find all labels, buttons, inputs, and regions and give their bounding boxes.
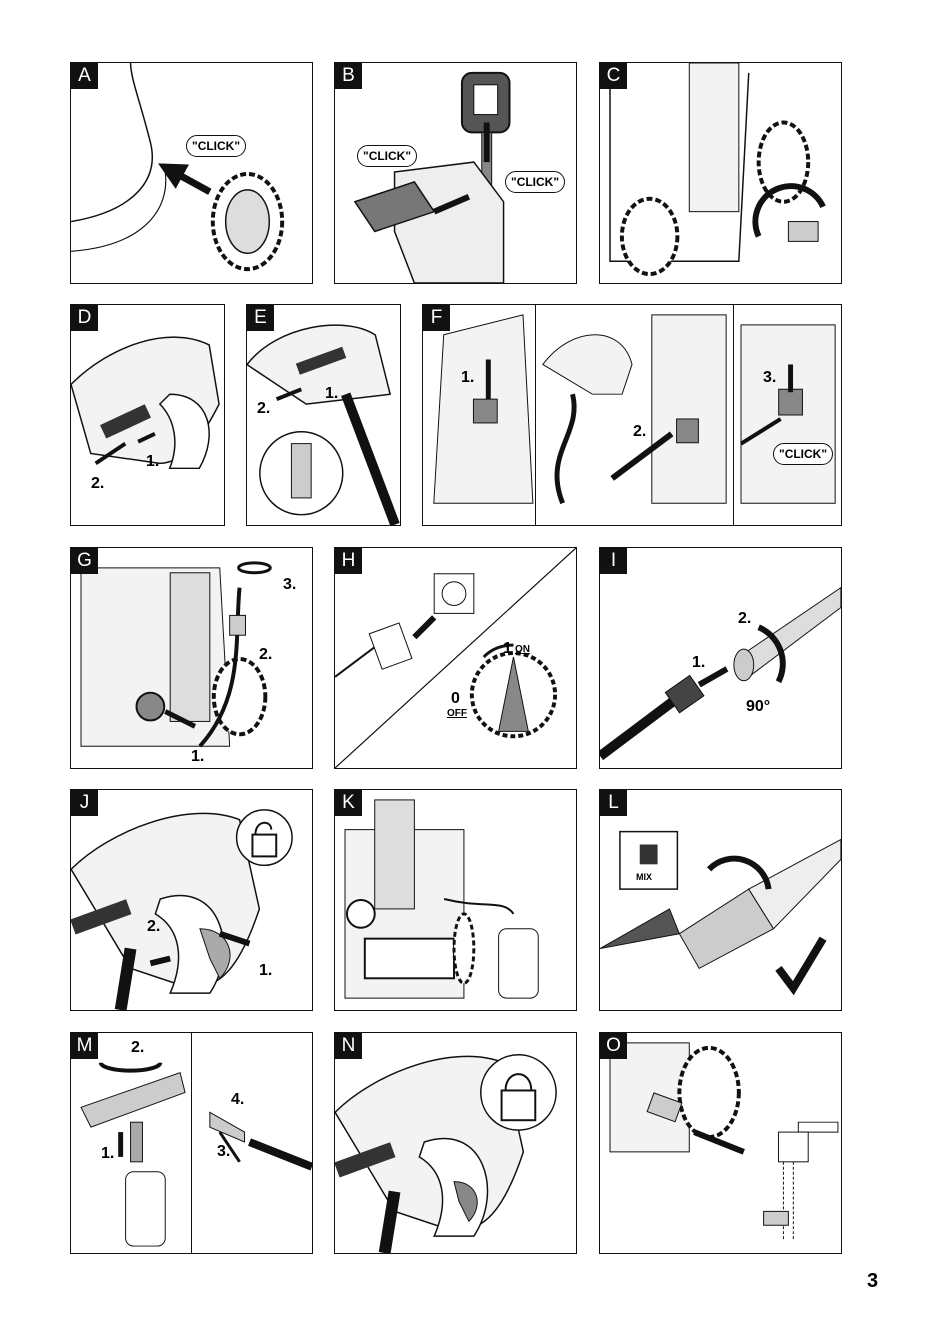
step-2-label: 2. [91, 475, 104, 493]
panel-k: K [334, 789, 577, 1011]
click-callout: "CLICK" [773, 443, 833, 465]
panel-label: M [71, 1033, 98, 1059]
panel-label: I [600, 548, 627, 574]
panel-label: C [600, 63, 627, 89]
step-1-label: 1. [101, 1145, 114, 1163]
panel-label: J [71, 790, 98, 816]
step-2-label: 2. [147, 918, 160, 936]
step-1-label: 1. [191, 748, 204, 766]
step-3-label: 3. [283, 576, 296, 594]
panel-e: E 1. 2. [246, 304, 401, 526]
step-2-label: 2. [738, 610, 751, 628]
panel-label: E [247, 305, 274, 331]
detergent-mix-nozzle-illustration [600, 790, 841, 1010]
panel-label: A [71, 63, 98, 89]
trigger-unlock-illustration [71, 790, 312, 1010]
panel-label: N [335, 1033, 362, 1059]
panel-h: H 1 ON 0 OFF [334, 547, 577, 769]
detergent-hose-illustration [335, 790, 576, 1010]
panel-b: B "CLICK" "CLICK" [334, 62, 577, 284]
panel-l: L MIX [599, 789, 842, 1011]
step-1-label: 1. [146, 453, 159, 471]
spray-lance-attach-illustration [600, 548, 841, 768]
switch-off-number: 0 [451, 690, 460, 708]
step-3-label: 3. [763, 369, 776, 387]
panel-label: H [335, 548, 362, 574]
step-1-label: 1. [259, 962, 272, 980]
step-2-label: 2. [633, 423, 646, 441]
panel-m: M 1. 2. 3. 4. [70, 1032, 313, 1254]
panel-n: N [334, 1032, 577, 1254]
panel-label: B [335, 63, 362, 89]
panel-o: O [599, 1032, 842, 1254]
step-2-label: 2. [257, 400, 270, 418]
panel-label: K [335, 790, 362, 816]
step-4-label: 4. [231, 1091, 244, 1109]
step-3-label: 3. [217, 1143, 230, 1161]
step-1-label: 1. [692, 654, 705, 672]
panel-label: D [71, 305, 98, 331]
step-2-label: 2. [131, 1039, 144, 1057]
detergent-bottle-illustration [71, 1033, 312, 1253]
step-1-label: 1. [325, 385, 338, 403]
rotation-angle-label: 90° [746, 698, 770, 716]
hose-connect-to-unit-illustration [423, 305, 841, 525]
click-callout: "CLICK" [186, 135, 246, 157]
step-2-label: 2. [259, 646, 272, 664]
panel-f: F 1. 2. 3. "CLICK" [422, 304, 842, 526]
plug-and-switch-illustration [335, 548, 576, 768]
mix-label: MIX [636, 872, 652, 882]
panel-label: G [71, 548, 98, 574]
panel-label: O [600, 1033, 627, 1059]
step-1-label: 1. [461, 369, 474, 387]
panel-g: G 1. 2. 3. [70, 547, 313, 769]
switch-on-text: ON [515, 644, 530, 655]
panel-a: A "CLICK" [70, 62, 313, 284]
trigger-lock-illustration [335, 1033, 576, 1253]
switch-off-text: OFF [447, 708, 467, 719]
panel-label: F [423, 305, 450, 331]
water-filter-clean-illustration [600, 1033, 841, 1253]
panel-d: D 1. 2. [70, 304, 225, 526]
switch-on-number: 1 [503, 640, 512, 658]
page-number: 3 [867, 1270, 878, 1293]
panel-j: J 1. 2. [70, 789, 313, 1011]
panel-i: I 1. 2. 90° [599, 547, 842, 769]
panel-c: C [599, 62, 842, 284]
panel-label: L [600, 790, 627, 816]
hose-to-unit-rear-illustration [71, 548, 312, 768]
wheel-attach-illustration [71, 63, 312, 283]
click-callout-right: "CLICK" [505, 171, 565, 193]
water-connector-illustration [600, 63, 841, 283]
click-callout-left: "CLICK" [357, 145, 417, 167]
